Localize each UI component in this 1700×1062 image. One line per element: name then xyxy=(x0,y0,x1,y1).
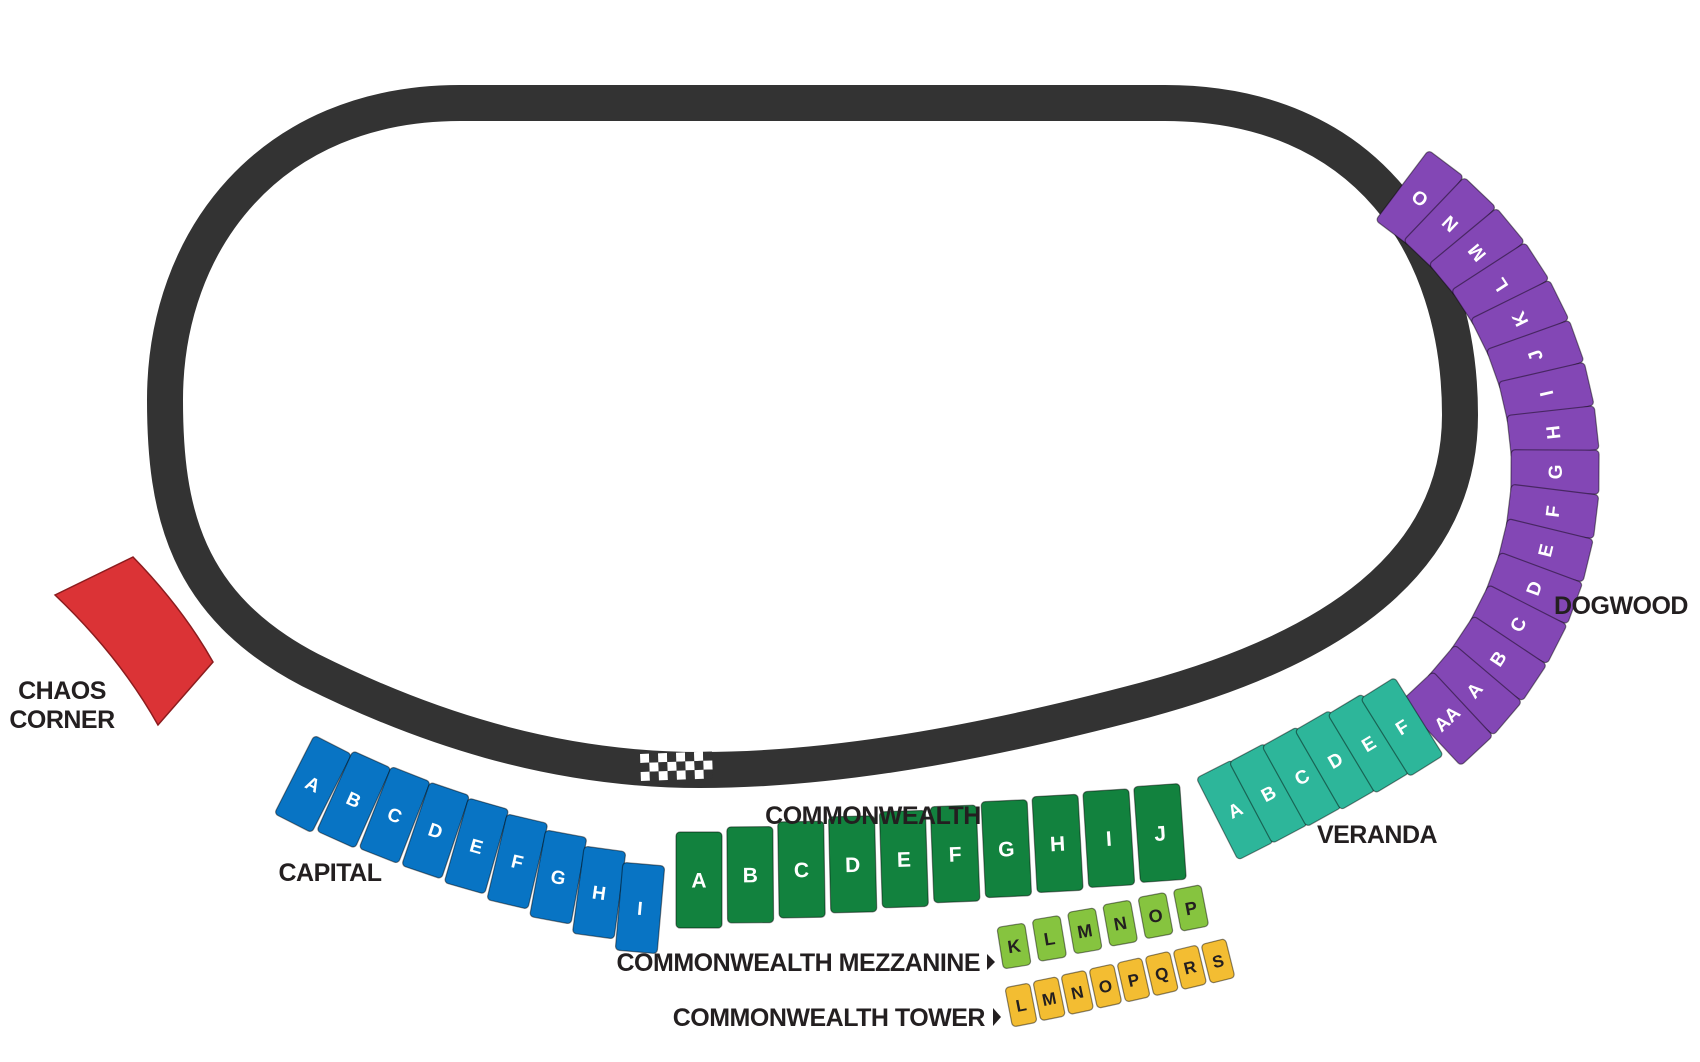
capital-label: CAPITAL xyxy=(279,859,382,887)
section-capital-f[interactable]: F xyxy=(487,814,548,909)
section-letter: O xyxy=(1097,976,1114,997)
section-letter: O xyxy=(1147,905,1164,927)
section-tower-m[interactable]: M xyxy=(1033,976,1066,1021)
section-letter: I xyxy=(636,899,643,920)
section-commonwealth-f[interactable]: F xyxy=(929,804,981,904)
section-letter: C xyxy=(794,859,810,882)
section-commonwealth-c[interactable]: C xyxy=(777,820,826,919)
section-commonwealth-h[interactable]: H xyxy=(1031,793,1084,894)
section-letter: G xyxy=(1546,465,1567,480)
section-letter: S xyxy=(1210,951,1226,972)
section-letter: J xyxy=(1153,822,1166,846)
section-letter: I xyxy=(1537,388,1559,398)
section-dogwood-a[interactable]: A xyxy=(1426,645,1522,735)
section-capital-a[interactable]: A xyxy=(274,735,351,832)
section-letter: R xyxy=(1182,957,1198,978)
section-letter: I xyxy=(1105,828,1112,851)
section-letter: N xyxy=(1112,913,1128,935)
section-commonwealth-d[interactable]: D xyxy=(828,815,878,914)
section-capital-h[interactable]: H xyxy=(572,845,626,940)
section-commonwealth-i[interactable]: I xyxy=(1082,788,1136,888)
tower-pointer-icon xyxy=(993,1008,1001,1026)
section-commonwealth-b[interactable]: B xyxy=(726,826,775,924)
section-letter: F xyxy=(948,843,962,866)
section-dogwood-d[interactable]: D xyxy=(1485,552,1583,624)
chaos-corner-section[interactable] xyxy=(53,556,214,727)
section-mezzanine-p[interactable]: P xyxy=(1173,884,1209,932)
section-commonwealth-j[interactable]: J xyxy=(1133,783,1187,883)
section-letter: P xyxy=(1183,898,1199,920)
section-tower-n[interactable]: N xyxy=(1061,970,1094,1015)
section-dogwood-l[interactable]: L xyxy=(1451,242,1549,327)
section-capital-c[interactable]: C xyxy=(359,766,430,864)
section-letter: M xyxy=(1040,989,1058,1010)
section-letter: E xyxy=(1535,542,1558,559)
section-letter: H xyxy=(1049,833,1065,857)
section-letter: D xyxy=(1523,579,1547,599)
section-letter: E xyxy=(897,848,912,871)
section-letter: G xyxy=(998,838,1015,862)
section-letter: F xyxy=(509,851,525,874)
section-dogwood-g[interactable]: G xyxy=(1510,449,1600,495)
section-tower-p[interactable]: P xyxy=(1117,957,1150,1003)
section-letter: K xyxy=(1006,936,1022,958)
section-veranda-b[interactable]: B xyxy=(1229,743,1308,843)
mezzanine-pointer-icon xyxy=(987,954,995,970)
section-capital-g[interactable]: G xyxy=(529,829,587,925)
start-finish-line xyxy=(640,751,713,781)
section-dogwood-c[interactable]: C xyxy=(1469,585,1567,664)
section-capital-b[interactable]: B xyxy=(317,751,391,848)
section-letter: M xyxy=(1076,920,1094,942)
commonwealth-tower-label: COMMONWEALTH TOWER xyxy=(673,1004,986,1032)
section-letter: L xyxy=(1042,928,1056,950)
section-letter: Q xyxy=(1153,963,1170,985)
section-letter: F xyxy=(1543,505,1565,519)
section-letter: D xyxy=(425,820,445,844)
section-letter: B xyxy=(743,864,758,887)
section-letter: P xyxy=(1126,970,1141,991)
section-commonwealth-g[interactable]: G xyxy=(980,799,1032,899)
section-tower-r[interactable]: R xyxy=(1173,945,1207,990)
section-letter: D xyxy=(845,854,861,877)
section-mezzanine-l[interactable]: L xyxy=(1032,915,1067,962)
section-letter: G xyxy=(549,867,567,890)
commonwealth-mezzanine-label: COMMONWEALTH MEZZANINE xyxy=(617,949,981,977)
section-dogwood-h[interactable]: H xyxy=(1506,405,1600,460)
commonwealth-label: COMMONWEALTH xyxy=(765,802,981,830)
section-capital-e[interactable]: E xyxy=(444,798,509,894)
section-tower-s[interactable]: S xyxy=(1201,938,1235,984)
section-letter: N xyxy=(1069,982,1085,1003)
section-capital-d[interactable]: D xyxy=(402,782,470,879)
section-mezzanine-k[interactable]: K xyxy=(996,923,1032,969)
race-track xyxy=(147,85,1478,788)
veranda-label: VERANDA xyxy=(1317,821,1438,849)
section-mezzanine-m[interactable]: M xyxy=(1067,907,1103,954)
section-letter: H xyxy=(591,882,607,905)
section-commonwealth-a[interactable]: A xyxy=(675,831,723,929)
section-tower-l[interactable]: L xyxy=(1005,983,1037,1027)
dogwood-label: DOGWOOD xyxy=(1554,592,1688,620)
section-capital-i[interactable]: I xyxy=(614,862,666,954)
chaos-corner-label-line2: CORNER xyxy=(9,706,115,734)
section-mezzanine-n[interactable]: N xyxy=(1102,900,1138,947)
section-veranda-a[interactable]: A xyxy=(1196,760,1273,860)
section-tower-o[interactable]: O xyxy=(1089,964,1122,1009)
section-letter: H xyxy=(1543,424,1565,440)
section-mezzanine-o[interactable]: O xyxy=(1138,892,1174,939)
chaos-corner-label-line1: CHAOS xyxy=(18,677,106,705)
commonwealth-sections: A B C D E F G H I J xyxy=(675,783,1187,929)
section-tower-q[interactable]: Q xyxy=(1145,951,1179,996)
section-letter: L xyxy=(1014,995,1028,1016)
section-dogwood-aa[interactable]: AA xyxy=(1401,671,1493,765)
section-commonwealth-e[interactable]: E xyxy=(878,809,929,909)
section-veranda-f[interactable]: F xyxy=(1361,677,1444,776)
section-letter: E xyxy=(467,835,485,859)
section-letter: A xyxy=(691,870,706,893)
